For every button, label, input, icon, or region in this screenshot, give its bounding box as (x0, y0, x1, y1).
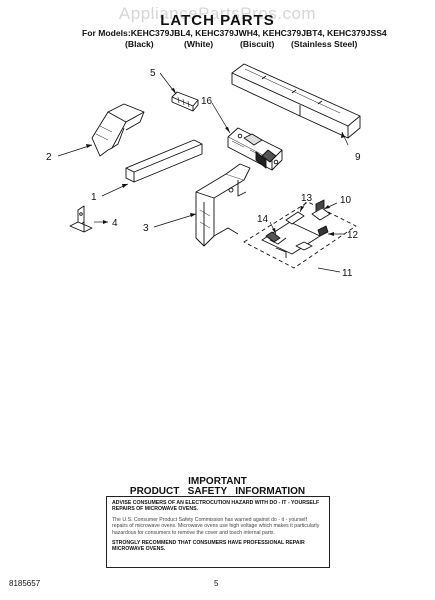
callout-14: 14 (257, 214, 269, 225)
safety-notice-box: ADVISE CONSUMERS OF AN ELECTROCUTION HAZ… (106, 496, 330, 568)
callout-13: 13 (301, 193, 313, 204)
latch-parts-diagram: 5 16 2 1 3 4 9 10 13 14 12 11 (46, 63, 361, 279)
watermark: AppliancePartsPros.com (118, 4, 317, 23)
callout-2: 2 (46, 152, 52, 163)
callout-12: 12 (347, 230, 359, 241)
safety-heading-important: IMPORTANT (188, 476, 247, 487)
callout-1: 1 (91, 192, 97, 203)
callout-11: 10 (340, 195, 352, 206)
color-white: (White) (184, 39, 214, 49)
part-3-bracket (195, 163, 251, 247)
color-black: (Black) (125, 39, 154, 49)
safety-advise-text: ADVISE CONSUMERS OF AN ELECTROCUTION HAZ… (112, 500, 320, 513)
callout-16: 16 (201, 96, 213, 107)
callout-4: 4 (112, 218, 118, 229)
part-2-angled-block (91, 103, 145, 157)
page-number: 5 (214, 579, 219, 588)
safety-heading-title: PRODUCT SAFETY INFORMATION (129, 486, 306, 497)
color-stainless-steel: (Stainless Steel) (291, 39, 358, 49)
color-biscuit: (Biscuit) (240, 39, 275, 49)
part-4-small-bracket (69, 205, 93, 233)
safety-heading: IMPORTANT PRODUCT SAFETY INFORMATION (0, 477, 435, 497)
page-title: LATCH PARTS (160, 12, 275, 29)
part-5-block (171, 91, 199, 112)
safety-recommend-text: STRONGLY RECOMMEND THAT CONSUMERS HAVE P… (112, 540, 305, 553)
part-16-latch-assembly (227, 127, 283, 171)
callout-10: 11 (342, 268, 353, 279)
leader-arrowheads (86, 88, 345, 236)
safety-cpsc-text: The U.S. Consumer Product Safety Commiss… (112, 516, 320, 536)
models-line: For Models:KEHC379JBL4, KEHC379JWH4, KEH… (82, 28, 387, 38)
part-9-bracket (231, 63, 361, 139)
callout-9: 9 (355, 152, 361, 163)
part-1-flat-bar (125, 139, 203, 183)
callout-3: 3 (143, 223, 149, 234)
part-number: 8185657 (9, 579, 41, 588)
callout-5: 5 (150, 68, 156, 79)
part-10-plate-assembly (243, 199, 357, 269)
